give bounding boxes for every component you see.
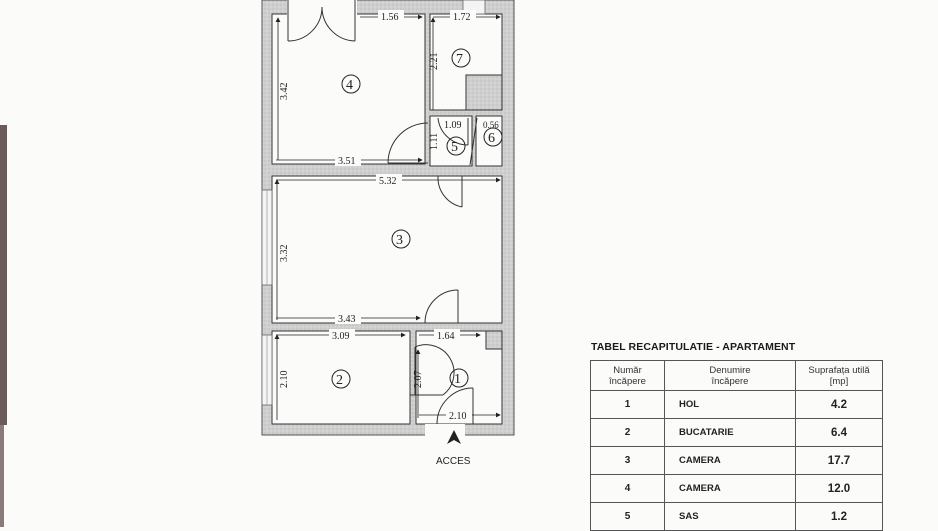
svg-text:0.56: 0.56 [483, 120, 499, 130]
svg-text:3: 3 [396, 233, 403, 248]
svg-text:1.72: 1.72 [453, 12, 471, 23]
header-room-name: Denumire încăpere [664, 360, 796, 391]
room-area: 12.0 [795, 474, 883, 503]
svg-text:1: 1 [454, 372, 461, 387]
photo-edge-left-lower [0, 425, 4, 527]
table-row: 2 BUCATARIE 6.4 [590, 418, 883, 447]
svg-text:7: 7 [456, 52, 463, 67]
table-row: 5 SAS 1.2 [590, 502, 883, 531]
room-area: 4.2 [795, 390, 883, 419]
room-markers [331, 48, 503, 389]
photo-edge-left [0, 125, 7, 425]
svg-text:1.56: 1.56 [381, 12, 399, 23]
room-name: BUCATARIE [664, 418, 796, 447]
room-area: 1.2 [795, 502, 883, 531]
svg-text:6: 6 [488, 131, 495, 146]
room-name: CAMERA [664, 474, 796, 503]
table-row: 1 HOL 4.2 [590, 390, 883, 419]
svg-text:3.42: 3.42 [279, 83, 290, 101]
room-area: 17.7 [795, 446, 883, 475]
svg-text:1.64: 1.64 [437, 331, 455, 342]
room-number: 5 [590, 502, 665, 531]
svg-text:5: 5 [451, 140, 458, 155]
svg-text:2.21: 2.21 [429, 53, 440, 71]
room-number: 1 [590, 390, 665, 419]
summary-table: Număr încăpere Denumire încăpere Suprafa… [590, 360, 883, 531]
svg-text:3.09: 3.09 [332, 331, 350, 342]
room-name: CAMERA [664, 446, 796, 475]
svg-text:3.51: 3.51 [338, 156, 356, 167]
room-number: 3 [590, 446, 665, 475]
header-usable-area: Suprafața utilă [mp] [795, 360, 883, 391]
svg-text:4: 4 [346, 78, 353, 93]
dimension-labels: 1.56 1.72 3.42 3.51 2.21 1.09 1.11 0.56 … [279, 10, 499, 422]
svg-text:3.32: 3.32 [279, 245, 290, 263]
svg-text:1.11: 1.11 [429, 133, 440, 150]
floorplan: 1.56 1.72 3.42 3.51 2.21 1.09 1.11 0.56 … [261, 0, 515, 467]
svg-text:2.10: 2.10 [279, 371, 290, 389]
room-name: SAS [664, 502, 796, 531]
room-numbers: 4 7 5 6 3 2 1 [336, 52, 495, 388]
table-title: TABEL RECAPITULATIE - APARTAMENT [591, 341, 796, 353]
table-row: 4 CAMERA 12.0 [590, 474, 883, 503]
room-name: HOL [664, 390, 796, 419]
room-area: 6.4 [795, 418, 883, 447]
svg-text:5.32: 5.32 [379, 176, 397, 187]
svg-text:2: 2 [336, 373, 343, 388]
walls [261, 0, 515, 436]
entrance-arrow-icon [447, 430, 461, 444]
svg-text:ACCES: ACCES [436, 456, 471, 467]
header-room-number: Număr încăpere [590, 360, 665, 391]
entrance-marker: ACCES [436, 430, 471, 467]
svg-text:1.09: 1.09 [444, 120, 462, 131]
svg-text:3.43: 3.43 [338, 314, 356, 325]
room-number: 2 [590, 418, 665, 447]
table-row: 3 CAMERA 17.7 [590, 446, 883, 475]
table-header-row: Număr încăpere Denumire încăpere Suprafa… [590, 360, 883, 391]
svg-text:2.07: 2.07 [413, 371, 424, 389]
svg-text:2.10: 2.10 [449, 411, 467, 422]
room-number: 4 [590, 474, 665, 503]
